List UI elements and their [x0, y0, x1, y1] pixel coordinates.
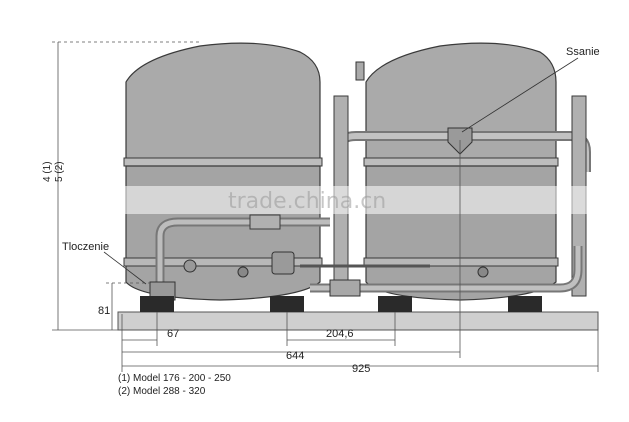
vertical-dimension-lines [52, 41, 200, 331]
height-label-1: 4 (1) [42, 161, 53, 182]
dim-204-label: 204,6 [326, 328, 354, 340]
left-compressor [123, 42, 330, 301]
watermark-text: trade.china.cn [228, 189, 386, 214]
discharge-label: Tloczenie [62, 241, 109, 253]
discharge-leader [103, 251, 147, 285]
feet [140, 296, 542, 312]
horizontal-dimension-lines [121, 140, 599, 372]
dim-67-label: 67 [167, 328, 179, 340]
model-notes: (1) Model 176 - 200 - 250 (2) Model 288 … [118, 372, 231, 398]
note-line-1: (1) Model 176 - 200 - 250 [118, 373, 231, 384]
dim-81-label: 81 [98, 305, 110, 317]
note-line-2: (2) Model 288 - 320 [118, 386, 206, 397]
base-rail [117, 311, 599, 331]
suction-label: Ssanie [566, 46, 600, 58]
dim-925-label: 925 [352, 363, 370, 375]
height-label-2: 5 (2) [54, 161, 65, 182]
suction-leader [461, 57, 579, 133]
dim-644-label: 644 [286, 350, 304, 362]
